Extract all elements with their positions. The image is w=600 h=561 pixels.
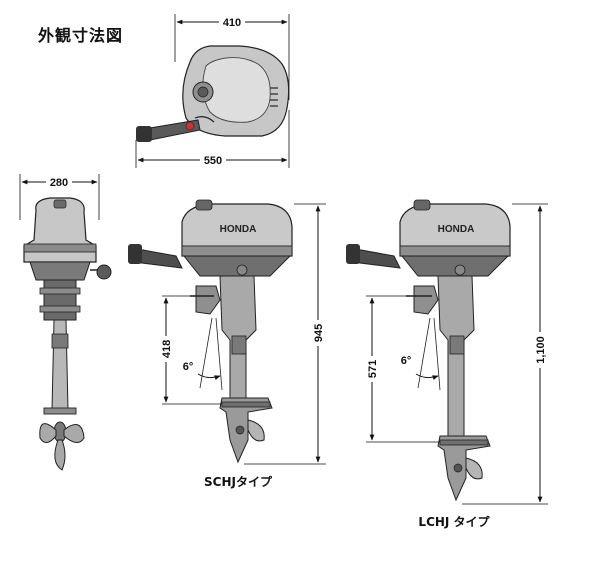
- front-width-label: 280: [50, 177, 68, 189]
- short-height-label: 945: [313, 324, 325, 342]
- short-cowl: [181, 203, 293, 257]
- long-height-label: 1,100: [535, 336, 547, 364]
- page-title: 外観寸法図: [38, 26, 124, 45]
- propeller-blade: [39, 423, 57, 443]
- top-length-label: 550: [204, 155, 222, 167]
- top-view: 410 550: [135, 14, 290, 168]
- brand-logo-long: HONDA: [438, 224, 475, 235]
- front-view: 280: [19, 174, 112, 471]
- long-shaft-view: HONDA 6° 571 1,100 LCHJ タイ: [346, 199, 548, 529]
- short-type-label: SCHJタイプ: [204, 474, 273, 489]
- short-shaft-view: HONDA 6° 418 945: [128, 199, 326, 489]
- brand-logo-short: HONDA: [220, 224, 257, 235]
- long-tilt-angle-label: 6°: [401, 355, 412, 367]
- short-tilt-angle-label: 6°: [183, 361, 194, 373]
- short-leg-label: 418: [161, 340, 173, 358]
- long-leg-label: 571: [367, 360, 379, 378]
- long-cowl: [399, 203, 511, 257]
- top-width-label: 410: [223, 17, 241, 29]
- long-type-label: LCHJ タイプ: [418, 514, 490, 529]
